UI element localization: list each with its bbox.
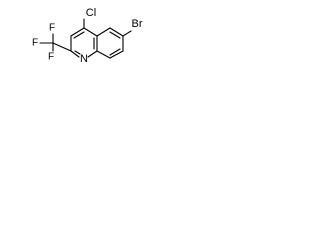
bond-c8a-n [87,50,98,58]
bond-c3-c4-double [73,31,85,39]
atom-labels: Cl Br N F F F [32,7,143,65]
bond-c3-c4 [70,27,85,37]
bond-c5-c6 [109,27,124,37]
fluorine-bottom-label: F [48,52,54,63]
bond-c7-c8 [109,50,124,59]
bond-c2-cf3 [52,42,72,52]
bond-c4-c4a [83,27,98,37]
bond-c6-br [122,30,132,37]
bond-n-c2 [70,50,80,58]
bromine-label: Br [132,18,143,30]
bond-n-c2-double [74,50,81,55]
fluorine-top-label: F [49,23,55,34]
bond-c5-c6-double [109,31,121,39]
chemical-structure: Cl Br N F F F [32,7,143,65]
bonds [39,18,132,59]
bond-c4a-c5 [96,27,111,37]
nitrogen-label: N [80,53,88,65]
chlorine-label: Cl [86,7,96,19]
bond-c7-c8-double [109,48,121,56]
bond-c8-c8a [96,50,111,59]
fluorine-left-label: F [32,38,38,49]
